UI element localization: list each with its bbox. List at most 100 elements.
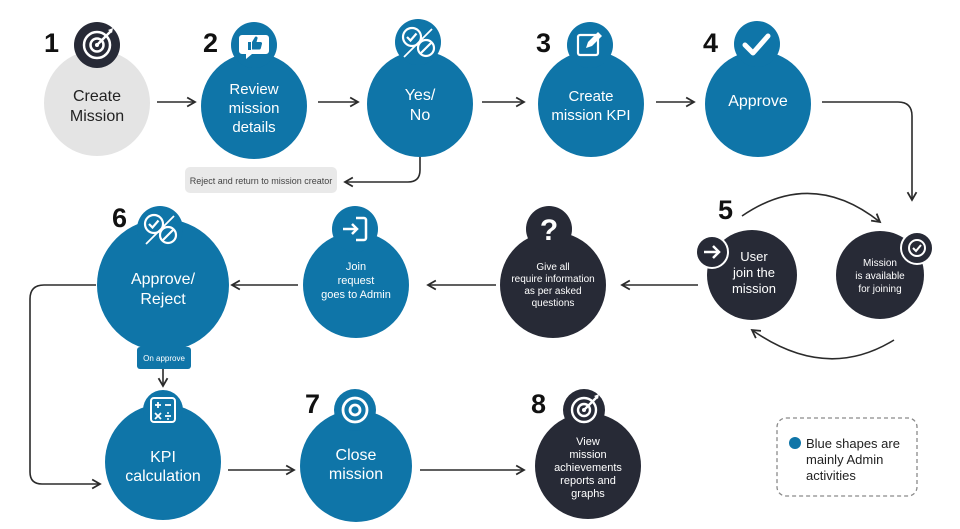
create-mission-line-1: Create: [73, 88, 121, 105]
step-number-3: 3: [536, 28, 551, 58]
bullseye-icon: [334, 389, 376, 431]
legend-line-1: Blue shapes are: [806, 436, 900, 451]
legend-line-2: mainly Admin: [806, 452, 883, 467]
legend-line-3: activities: [806, 468, 856, 483]
step-number-5: 5: [718, 195, 733, 225]
create-kpi-line-1: Create: [568, 88, 613, 105]
on-approve-text: On approve: [143, 354, 185, 363]
on-approve-tag: On approve: [137, 347, 191, 369]
create-kpi-line-2: mission KPI: [551, 107, 630, 124]
mission-available-line-2: is available: [855, 271, 905, 282]
join-request-line-1: Join: [346, 261, 366, 273]
close-mission-line-2: mission: [329, 466, 383, 483]
close-mission-line-1: Close: [336, 447, 377, 464]
connectors: [29, 96, 918, 490]
kpi-calc-line-1: KPI: [150, 449, 176, 466]
approve-circle: [705, 51, 811, 157]
mission-available-line-3: for joining: [858, 284, 901, 295]
calculator-icon: [143, 390, 183, 430]
check-cancel-icon: [137, 206, 183, 252]
give-info-circle: [500, 232, 606, 338]
approve-reject-line-1: Approve/: [131, 271, 196, 288]
yes-no-circle: [367, 51, 473, 157]
mission-available-line-1: Mission: [863, 258, 897, 269]
give-info-line-4: questions: [532, 298, 575, 309]
create-mission-circle: [44, 50, 150, 156]
user-join-line-3: mission: [732, 281, 776, 296]
step-number-1: 1: [44, 28, 59, 58]
close-mission-circle: [300, 410, 412, 522]
view-reports-line-5: graphs: [571, 488, 605, 500]
give-info-line-2: require information: [511, 274, 594, 285]
step-number-4: 4: [703, 28, 718, 58]
review-line-2: mission: [229, 100, 280, 117]
node-approve-reject: Approve/Reject 6: [97, 203, 229, 351]
checkmark-icon: [734, 21, 780, 67]
view-reports-circle: [535, 413, 641, 519]
approve-label: Approve: [728, 93, 788, 110]
cycle-arrow-top: [741, 192, 882, 224]
badge-check-icon: [900, 231, 934, 265]
view-reports-line-1: View: [576, 436, 600, 448]
review-line-3: details: [232, 119, 275, 136]
arrow-4-5: [822, 101, 918, 202]
approve-reject-circle: [97, 219, 229, 351]
review-circle: [201, 53, 307, 159]
user-join-line-2: join the: [732, 265, 775, 280]
check-cancel-icon: [395, 19, 441, 65]
question-icon: ?: [526, 206, 572, 252]
node-mission-available: Mission is available for joining: [836, 231, 934, 319]
svg-text:?: ?: [540, 214, 558, 247]
legend-blue-dot: [789, 437, 801, 449]
on-approve-box: [137, 347, 191, 369]
join-request-line-2: request: [338, 275, 375, 287]
approve-reject-line-2: Reject: [140, 291, 186, 308]
create-kpi-circle: [538, 51, 644, 157]
user-join-circle: [707, 230, 797, 320]
edit-icon: [567, 22, 613, 68]
step-number-6: 6: [112, 203, 127, 233]
thumbs-up-chat-icon: [231, 22, 277, 68]
node-create-kpi: Create mission KPI 3: [536, 22, 644, 157]
reject-note-box: [185, 167, 337, 193]
cycle-arrow-bottom: [750, 328, 895, 360]
kpi-calc-circle: [105, 404, 221, 520]
svg-text:Approve/Reject: Approve/Reject: [131, 271, 196, 308]
target-icon: [74, 22, 120, 68]
view-reports-line-3: achievements: [554, 462, 622, 474]
yes-no-line-2: No: [410, 107, 431, 124]
create-mission-line-2: Mission: [70, 108, 124, 125]
sign-in-icon: [332, 206, 378, 252]
step-number-2: 2: [203, 28, 218, 58]
node-yes-no: Yes/No: [367, 19, 473, 157]
view-reports-line-2: mission: [569, 449, 606, 461]
reject-note-text: Reject and return to mission creator: [190, 176, 333, 186]
arrow-reject-return: [343, 157, 421, 188]
node-approve: Approve 4: [703, 21, 811, 157]
arrow-6-kpicalc-left: [29, 284, 102, 490]
give-info-line-3: as per asked: [524, 286, 581, 297]
give-info-line-1: Give all: [536, 262, 569, 273]
node-kpi-calculation: KPI calculation: [105, 390, 221, 520]
arrow-right-icon: [695, 235, 729, 269]
kpi-calc-line-2: calculation: [125, 468, 201, 485]
